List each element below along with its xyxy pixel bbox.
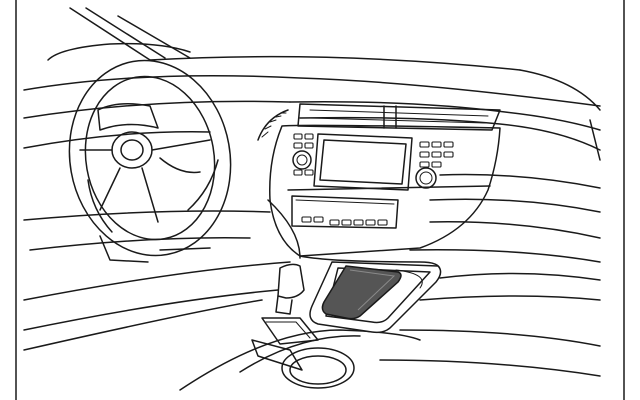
climate-panel: [291, 195, 399, 229]
left-control-button: [293, 169, 303, 176]
left-control-button: [304, 142, 314, 149]
right-control-button: [419, 161, 430, 168]
climate-button: [353, 219, 364, 226]
left-control-button: [304, 169, 314, 176]
center-stack: [267, 124, 501, 259]
right-control-button: [431, 151, 442, 158]
climate-button: [329, 219, 340, 226]
left-control-button: [304, 133, 314, 140]
climate-button: [301, 216, 312, 223]
climate-button: [341, 219, 352, 226]
volume-knob-icon: [292, 150, 312, 170]
phone-icon: [321, 265, 402, 320]
right-control-button: [431, 141, 442, 148]
gear-shifter-icon: [251, 263, 319, 371]
right-control-button: [431, 161, 442, 168]
steering-wheel-icon: [68, 59, 232, 257]
climate-button: [377, 219, 388, 226]
right-control-button: [443, 151, 454, 158]
climate-button: [313, 216, 324, 223]
tuning-knob-icon: [415, 167, 437, 189]
gauge-cluster-ticks: [257, 109, 289, 141]
windshield-lines: [47, 7, 601, 111]
right-control-button: [443, 141, 454, 148]
right-control-button: [419, 151, 430, 158]
dash-vent: [297, 103, 501, 131]
right-controls: [415, 141, 454, 189]
right-control-button: [419, 141, 430, 148]
center-console: [23, 255, 601, 391]
screen-icon: [313, 133, 413, 191]
steering-column: [99, 235, 211, 263]
left-controls: [292, 133, 314, 176]
left-control-button: [293, 133, 303, 140]
cup-holder-icon: [281, 347, 355, 389]
climate-button: [365, 219, 376, 226]
left-control-button: [293, 142, 303, 149]
